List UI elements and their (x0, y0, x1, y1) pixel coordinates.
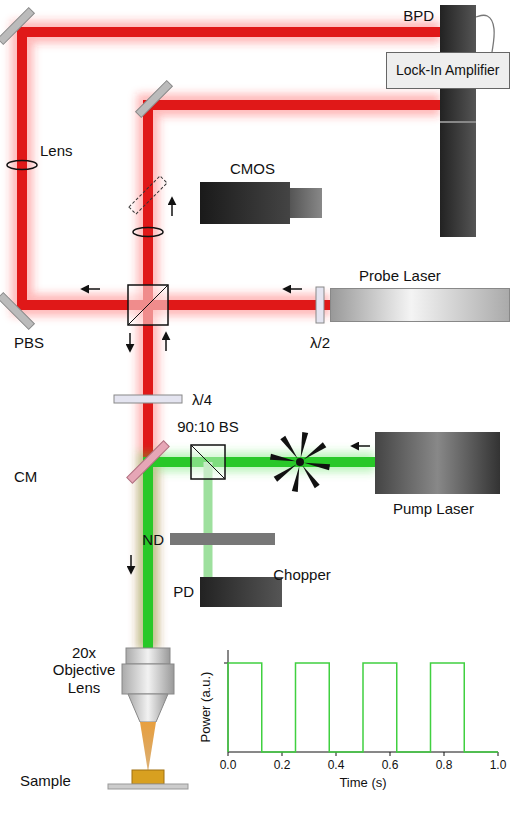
focus-cone (140, 722, 156, 772)
nd-filter (170, 533, 275, 545)
chopper-wheel (270, 432, 330, 492)
axis-label: 0.6 (382, 759, 399, 773)
axis-label: Power (a.u.) (199, 672, 214, 743)
node-label: Lock-In Amplifier (396, 62, 499, 78)
axis-label: 0.2 (274, 759, 291, 773)
node-label: CMOS (230, 160, 275, 177)
laser-box: Probe Laser (330, 288, 510, 322)
axis-label: 0.0 (220, 759, 237, 773)
axis-label: Time (s) (339, 776, 386, 791)
lens (133, 228, 163, 237)
camera-body (200, 182, 290, 224)
detector-split (440, 121, 476, 123)
probe-beam (22, 32, 440, 462)
part-label: Lens (40, 142, 73, 159)
laser-box: Pump Laser (375, 432, 500, 494)
probe-beam-glow (22, 32, 440, 650)
part-label: Chopper (273, 566, 331, 583)
sample-block (132, 770, 164, 784)
direction-arrows (82, 198, 370, 573)
pump-beam-glow (148, 462, 375, 650)
beam-splitter (191, 445, 225, 479)
objective-lens (122, 648, 174, 722)
part-label: Sample (20, 772, 71, 789)
half-wave-plate (316, 287, 324, 323)
part-label: ND (142, 531, 164, 548)
camera-lens (290, 188, 322, 218)
axis-label: 0.4 (328, 759, 345, 773)
node-label: Pump Laser (393, 500, 474, 517)
part-label: λ/2 (310, 334, 330, 351)
node-label: PD (173, 583, 194, 600)
axis-label: 1.0 (490, 759, 507, 773)
part-label: 90:10 BS (177, 418, 239, 435)
pbs-cube (128, 285, 168, 325)
slide (108, 784, 188, 789)
part-label: CM (14, 468, 37, 485)
quarter-wave-plate (114, 395, 182, 403)
part-label: λ/4 (192, 391, 212, 408)
part-label: 20x Objective Lens (44, 644, 124, 696)
node-label: Probe Laser (359, 267, 441, 284)
node-label: BPD (403, 7, 434, 24)
flip-mirror (129, 176, 167, 214)
instrument-box: Lock-In Amplifier (386, 52, 510, 89)
detector-box: BPD (440, 5, 476, 237)
pump-beam (148, 462, 375, 650)
cold-mirror (127, 441, 169, 483)
part-label: PBS (14, 334, 44, 351)
camera-box: CMOS (200, 182, 322, 224)
power-chart (224, 650, 498, 756)
signal-cable (476, 15, 494, 52)
detector-box: PD (200, 577, 282, 607)
mirrors (0, 8, 172, 330)
lens (7, 161, 37, 170)
axis-label: 0.8 (436, 759, 453, 773)
